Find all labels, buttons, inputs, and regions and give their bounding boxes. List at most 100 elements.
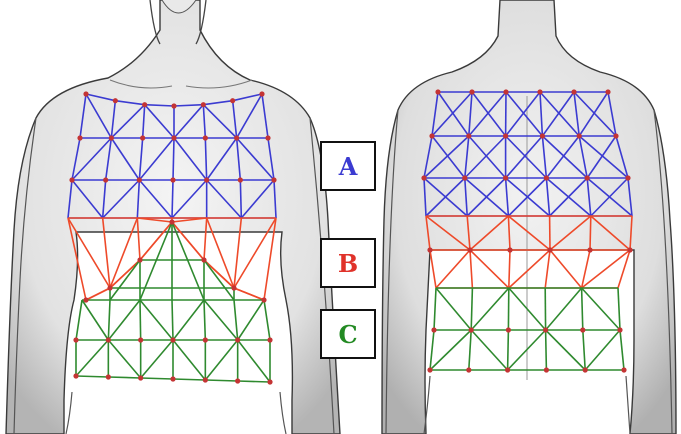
back-zone-c-edge: [546, 288, 582, 330]
front-mesh-node: [83, 91, 88, 96]
back-zone-b-edge: [509, 250, 550, 288]
front-mesh-node: [170, 337, 175, 342]
back-mesh-node: [505, 367, 510, 372]
back-mesh-node: [429, 133, 434, 138]
front-zone-c-edge: [110, 260, 140, 300]
front-zone-c-edge: [238, 340, 270, 382]
back-zone-c-edge: [469, 330, 471, 370]
front-mesh-node: [203, 337, 208, 342]
front-zone-c-edge: [204, 260, 234, 300]
back-mesh-node: [571, 89, 576, 94]
front-mesh-node: [261, 297, 266, 302]
back-mesh-node: [613, 133, 618, 138]
front-zone-b-edge: [234, 288, 264, 300]
front-mesh-node: [77, 135, 82, 140]
zone-a-label-box: A: [320, 141, 376, 191]
back-mesh-node: [540, 133, 545, 138]
front-mesh-node: [83, 297, 88, 302]
back-lower-torso: [424, 376, 630, 434]
front-zone-c-edge: [234, 300, 238, 340]
front-mesh-node: [137, 177, 142, 182]
front-zone-c-edge: [205, 340, 237, 380]
zone-a-label: A: [339, 152, 358, 181]
front-zone-c-edge: [141, 378, 173, 379]
back-zone-b-edge: [550, 250, 582, 288]
front-mesh-node: [259, 91, 264, 96]
back-zone-c-edge: [434, 288, 436, 330]
back-mesh-node: [427, 367, 432, 372]
front-mesh-node: [142, 102, 147, 107]
back-mesh-node: [435, 89, 440, 94]
front-mesh-node: [109, 135, 114, 140]
back-zone-c-edge: [546, 330, 547, 370]
back-mesh-node: [503, 175, 508, 180]
front-mesh-node: [106, 374, 111, 379]
back-mesh-node: [544, 367, 549, 372]
zone-b-label: B: [338, 249, 358, 278]
front-zone-a-edge: [173, 138, 174, 180]
back-mesh-node: [469, 327, 474, 332]
back-mesh-node: [617, 327, 622, 332]
front-mesh-node: [170, 376, 175, 381]
back-zone-c-edge: [430, 330, 434, 370]
front-zone-c-edge: [76, 376, 108, 377]
front-zone-c-edge: [108, 300, 110, 340]
back-zone-c-edge: [585, 330, 620, 370]
front-mesh-node: [267, 379, 272, 384]
back-mesh-node: [506, 327, 511, 332]
front-mesh-node: [201, 102, 206, 107]
back-zone-b-edge: [590, 216, 591, 250]
back-mesh-node: [543, 327, 548, 332]
back-zone-c-edge: [620, 330, 624, 370]
front-mesh-node: [107, 285, 112, 290]
front-mesh-node: [203, 135, 208, 140]
front-zone-c-edge: [108, 340, 140, 378]
front-zone-c-edge: [76, 340, 108, 376]
front-zone-a-edge: [240, 180, 241, 218]
back-mesh-node: [466, 133, 471, 138]
front-mesh-node: [140, 135, 145, 140]
front-mesh-node: [238, 177, 243, 182]
front-zone-c-edge: [140, 300, 141, 340]
back-zone-c-edge: [582, 288, 620, 330]
front-zone-c-edge: [238, 300, 264, 340]
back-mesh-node: [547, 247, 552, 252]
front-mesh-node: [138, 337, 143, 342]
back-mesh-node: [503, 89, 508, 94]
back-mesh-node: [421, 175, 426, 180]
front-zone-c-edge: [173, 300, 204, 340]
front-zone-c-edge: [204, 300, 205, 340]
back-mesh-node: [580, 327, 585, 332]
zone-c-label: C: [338, 320, 357, 349]
front-mesh-node: [271, 177, 276, 182]
back-zone-c-edge: [430, 330, 471, 370]
front-zone-c-edge: [108, 377, 140, 378]
front-zone-c-edge: [140, 300, 173, 340]
front-mesh-node: [170, 177, 175, 182]
back-mesh-node: [507, 247, 512, 252]
front-mesh-node: [169, 219, 174, 224]
back-zone-c-edge: [471, 288, 472, 330]
front-mesh-node: [171, 135, 176, 140]
back-mesh-node: [544, 175, 549, 180]
front-mesh-node: [234, 135, 239, 140]
back-zone-c-edge: [618, 288, 620, 330]
front-zone-c-edge: [205, 380, 237, 381]
front-mesh-node: [137, 257, 142, 262]
back-mesh-node: [621, 367, 626, 372]
back-zone-c-edge: [471, 330, 507, 370]
front-zone-c-edge: [82, 300, 108, 340]
back-zone-c-edge: [546, 330, 586, 370]
front-mesh-node: [265, 135, 270, 140]
front-mesh-node: [267, 337, 272, 342]
back-zone-b-edge: [545, 250, 550, 288]
back-zone-c-edge: [582, 288, 583, 330]
front-zone-c-edge: [264, 300, 270, 340]
front-zone-c-edge: [238, 381, 270, 382]
back-mesh-node: [431, 327, 436, 332]
back-mesh-node: [587, 247, 592, 252]
front-zone-b-edge: [204, 260, 234, 288]
back-mesh-node: [605, 89, 610, 94]
back-zone-c-edge: [508, 330, 509, 370]
front-mesh-node: [113, 98, 118, 103]
